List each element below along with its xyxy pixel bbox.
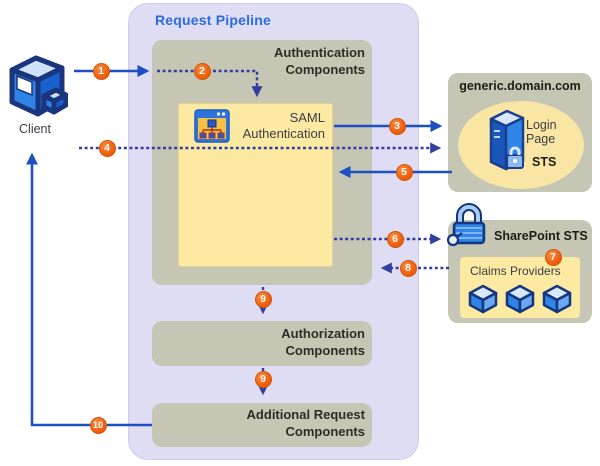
additional-request-components-label: Additional Request Components (246, 407, 365, 439)
client-icon (9, 55, 68, 117)
sharepoint-sts-title: SharePoint STS (494, 229, 588, 243)
sts-label: STS (532, 155, 557, 169)
additional-request-components-box (152, 403, 372, 447)
saml-authentication-box (178, 103, 333, 267)
step-badge-7: 7 (544, 248, 562, 266)
step-badge-10: 10 (89, 416, 107, 434)
pipeline-title: Request Pipeline (155, 12, 272, 28)
cube-icon (468, 284, 498, 314)
step-badge-4: 4 (98, 139, 116, 157)
step-badge-1: 1 (92, 62, 110, 80)
cube-icon (542, 284, 572, 314)
step-badge-2: 2 (193, 62, 211, 80)
claims-providers-label: Claims Providers (470, 264, 561, 278)
saml-authentication-label: SAML Authentication (242, 110, 325, 142)
lock-icon (446, 203, 486, 247)
step-badge-3: 3 (388, 117, 406, 135)
authentication-components-label: Authentication Components (274, 45, 365, 77)
step-badge-8: 8 (399, 259, 417, 277)
cube-icon (505, 284, 535, 314)
claims-providers-cubes (466, 283, 576, 315)
step-badge-9a: 9 (254, 290, 272, 308)
step-badge-9b: 9 (254, 370, 272, 388)
login-page-label: Login Page (526, 118, 557, 146)
client-label: Client (19, 122, 51, 136)
authorization-components-label: Authorization Components (281, 326, 365, 358)
saml-window-icon (194, 109, 230, 143)
sts-server-icon (489, 109, 525, 171)
step-badge-5: 5 (395, 163, 413, 181)
authorization-components-box (152, 321, 372, 366)
generic-domain-title: generic.domain.com (459, 79, 581, 93)
step-badge-6: 6 (386, 230, 404, 248)
